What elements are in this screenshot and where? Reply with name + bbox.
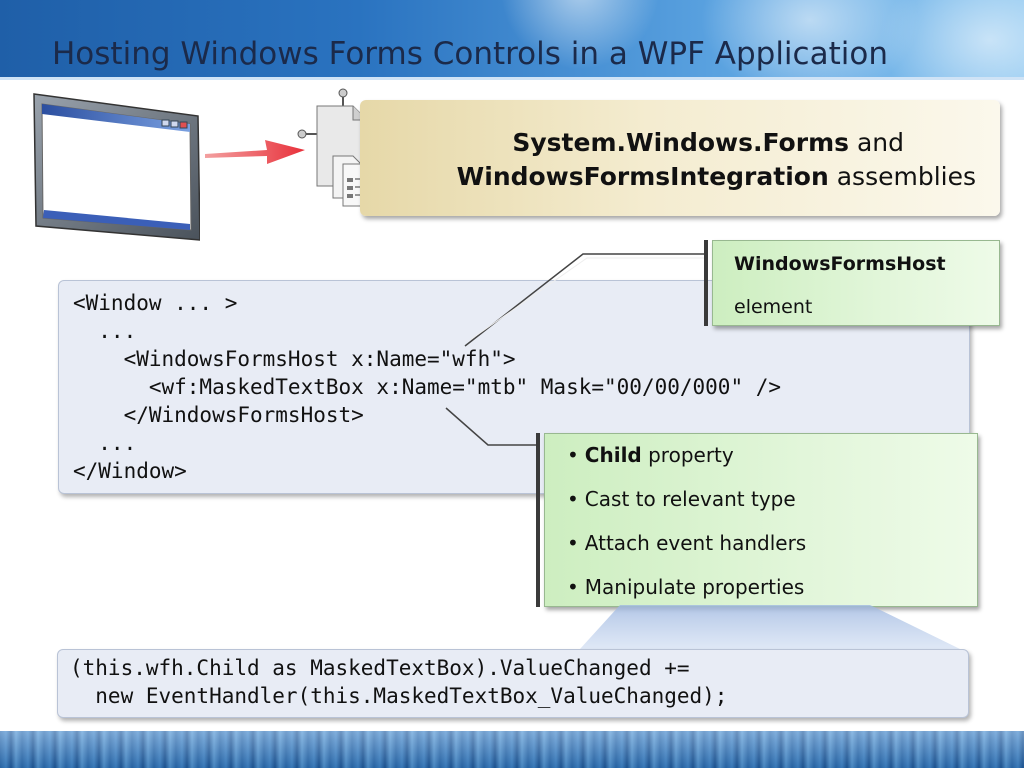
bullet: •: [567, 575, 579, 599]
assemblies-line-2: WindowsFormsIntegration assemblies: [457, 162, 976, 191]
callout-beam: [580, 605, 960, 649]
list-item: •Attach event handlers: [567, 530, 806, 574]
footer-strip: [0, 731, 1024, 768]
code-line: ...: [73, 431, 137, 455]
assembly-name-forms: System.Windows.Forms: [512, 128, 849, 157]
list-item-bold: Child: [584, 443, 642, 467]
list-item: •Cast to relevant type: [567, 486, 806, 530]
bullet: •: [567, 531, 579, 555]
assemblies-line-1: System.Windows.Forms and: [512, 128, 904, 157]
list-item: •Manipulate properties: [567, 574, 806, 618]
xaml-code-text: <Window ... > ... <WindowsFormsHost x:Na…: [73, 289, 781, 485]
title-banner: [0, 0, 1024, 80]
csharp-code-text: (this.wfh.Child as MaskedTextBox).ValueC…: [70, 654, 727, 710]
host-element-callout: WindowsFormsHost element: [704, 240, 1000, 326]
assembly-name-integration: WindowsFormsIntegration: [456, 162, 829, 191]
code-line: </Window>: [73, 459, 187, 483]
code-line: (this.wfh.Child as MaskedTextBox).ValueC…: [70, 656, 690, 680]
red-arrow-icon: [205, 140, 305, 164]
assemblies-joiner: and: [856, 128, 904, 157]
code-line: <wf:MaskedTextBox x:Name="mtb" Mask="00/…: [73, 375, 782, 399]
code-line: ...: [73, 319, 137, 343]
list-item-text: property: [641, 443, 734, 467]
assemblies-box: System.Windows.Forms and WindowsFormsInt…: [360, 100, 1000, 216]
host-callout-title: WindowsFormsHost: [734, 253, 946, 275]
list-item-text: Attach event handlers: [584, 531, 807, 555]
code-line: <WindowsFormsHost x:Name="wfh">: [73, 347, 516, 371]
child-callout-list: •Child property •Cast to relevant type •…: [567, 442, 806, 618]
list-item-text: Cast to relevant type: [584, 487, 796, 511]
code-line: <Window ... >: [73, 291, 238, 315]
assemblies-suffix: assemblies: [836, 162, 976, 191]
host-callout-subtitle: element: [734, 296, 813, 318]
application-window-icon: [33, 93, 200, 241]
bullet: •: [567, 443, 579, 467]
bullet: •: [567, 487, 579, 511]
list-item-text: Manipulate properties: [584, 575, 805, 599]
code-line: new EventHandler(this.MaskedTextBox_Valu…: [70, 684, 728, 708]
child-property-callout: •Child property •Cast to relevant type •…: [536, 433, 978, 607]
csharp-code-block: (this.wfh.Child as MaskedTextBox).ValueC…: [57, 649, 969, 718]
slide-title: Hosting Windows Forms Controls in a WPF …: [52, 36, 888, 72]
list-item: •Child property: [567, 442, 806, 486]
code-line: </WindowsFormsHost>: [73, 403, 364, 427]
